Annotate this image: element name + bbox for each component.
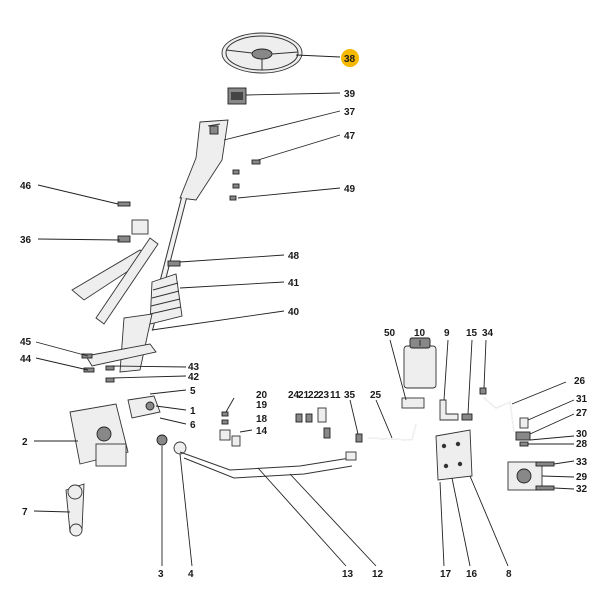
callout-39[interactable]: 39: [344, 89, 356, 100]
callout-6[interactable]: 6: [190, 420, 196, 431]
hose-fittings-part: [156, 434, 187, 455]
tilt-bracket-part: [71, 219, 159, 325]
callout-13[interactable]: 13: [342, 569, 354, 580]
callout-49[interactable]: 49: [344, 184, 356, 195]
callout-47[interactable]: 47: [344, 131, 356, 142]
callout-23[interactable]: 23: [318, 390, 330, 401]
callout-32[interactable]: 32: [576, 484, 588, 495]
callout-11[interactable]: 11: [330, 390, 341, 401]
callout-3[interactable]: 3: [158, 569, 164, 580]
return-hose-part: [483, 397, 515, 433]
callout-5[interactable]: 5: [190, 386, 196, 397]
callout-35[interactable]: 35: [344, 390, 356, 401]
callout-34[interactable]: 34: [482, 328, 494, 339]
callout-25[interactable]: 25: [370, 390, 382, 401]
oil-reservoir-part: [401, 337, 437, 409]
bracket-set-b-part: [295, 407, 331, 439]
callout-29[interactable]: 29: [576, 472, 588, 483]
callout-15[interactable]: 15: [466, 328, 478, 339]
callout-9[interactable]: 9: [444, 328, 450, 339]
callout-33[interactable]: 33: [576, 457, 588, 468]
callout-31[interactable]: 31: [576, 394, 588, 405]
callout-26[interactable]: 26: [574, 376, 586, 387]
callout-30[interactable]: 30: [576, 429, 588, 440]
callout-28[interactable]: 28: [576, 439, 588, 450]
leader-lines: [33, 54, 575, 567]
mount-plate-part: [435, 429, 473, 481]
callout-38[interactable]: 38: [344, 54, 356, 65]
callout-4[interactable]: 4: [188, 569, 194, 580]
callout-7[interactable]: 7: [22, 507, 28, 518]
reservoir-fittings-part: [439, 387, 487, 421]
callout-27[interactable]: 27: [576, 408, 588, 419]
callout-22[interactable]: 22: [308, 390, 320, 401]
callout-42[interactable]: 42: [188, 372, 200, 383]
callout-17[interactable]: 17: [440, 569, 452, 580]
combination-switch-part: [227, 87, 247, 105]
pitman-arm-part: [65, 483, 85, 537]
callout-44[interactable]: 44: [20, 354, 32, 365]
suction-hose-part: [355, 423, 417, 443]
callout-16[interactable]: 16: [466, 569, 478, 580]
steering-gear-part: [69, 395, 161, 467]
callout-21[interactable]: 21: [298, 390, 310, 401]
callout-10[interactable]: 10: [414, 328, 426, 339]
callout-1[interactable]: 1: [190, 406, 196, 417]
bracket-set-a-part: [219, 411, 241, 447]
callout-37[interactable]: 37: [344, 107, 356, 118]
callout-20[interactable]: 20: [256, 390, 268, 401]
steering-wheel-part: [221, 32, 303, 74]
column-mount-part: [85, 313, 157, 373]
callout-12[interactable]: 12: [372, 569, 384, 580]
callout-40[interactable]: 40: [288, 307, 300, 318]
callout-50[interactable]: 50: [384, 328, 396, 339]
callout-46[interactable]: 46: [20, 181, 32, 192]
callout-19[interactable]: 19: [256, 400, 268, 411]
callout-18[interactable]: 18: [256, 414, 268, 425]
pump-assembly-part: [507, 417, 555, 491]
callout-8[interactable]: 8: [506, 569, 512, 580]
callout-48[interactable]: 48: [288, 251, 300, 262]
callout-2[interactable]: 2: [22, 437, 28, 448]
callout-38-highlight: [341, 49, 359, 67]
fasteners-part: [81, 159, 261, 383]
pipes-part: [179, 451, 357, 479]
callout-45[interactable]: 45: [20, 337, 32, 348]
callout-14[interactable]: 14: [256, 426, 268, 437]
bellows-part: [149, 260, 183, 325]
callout-36[interactable]: 36: [20, 235, 32, 246]
column-shroud-part: [179, 119, 229, 201]
callout-24[interactable]: 24: [288, 390, 300, 401]
callout-43[interactable]: 43: [188, 362, 200, 373]
callout-41[interactable]: 41: [288, 278, 300, 289]
